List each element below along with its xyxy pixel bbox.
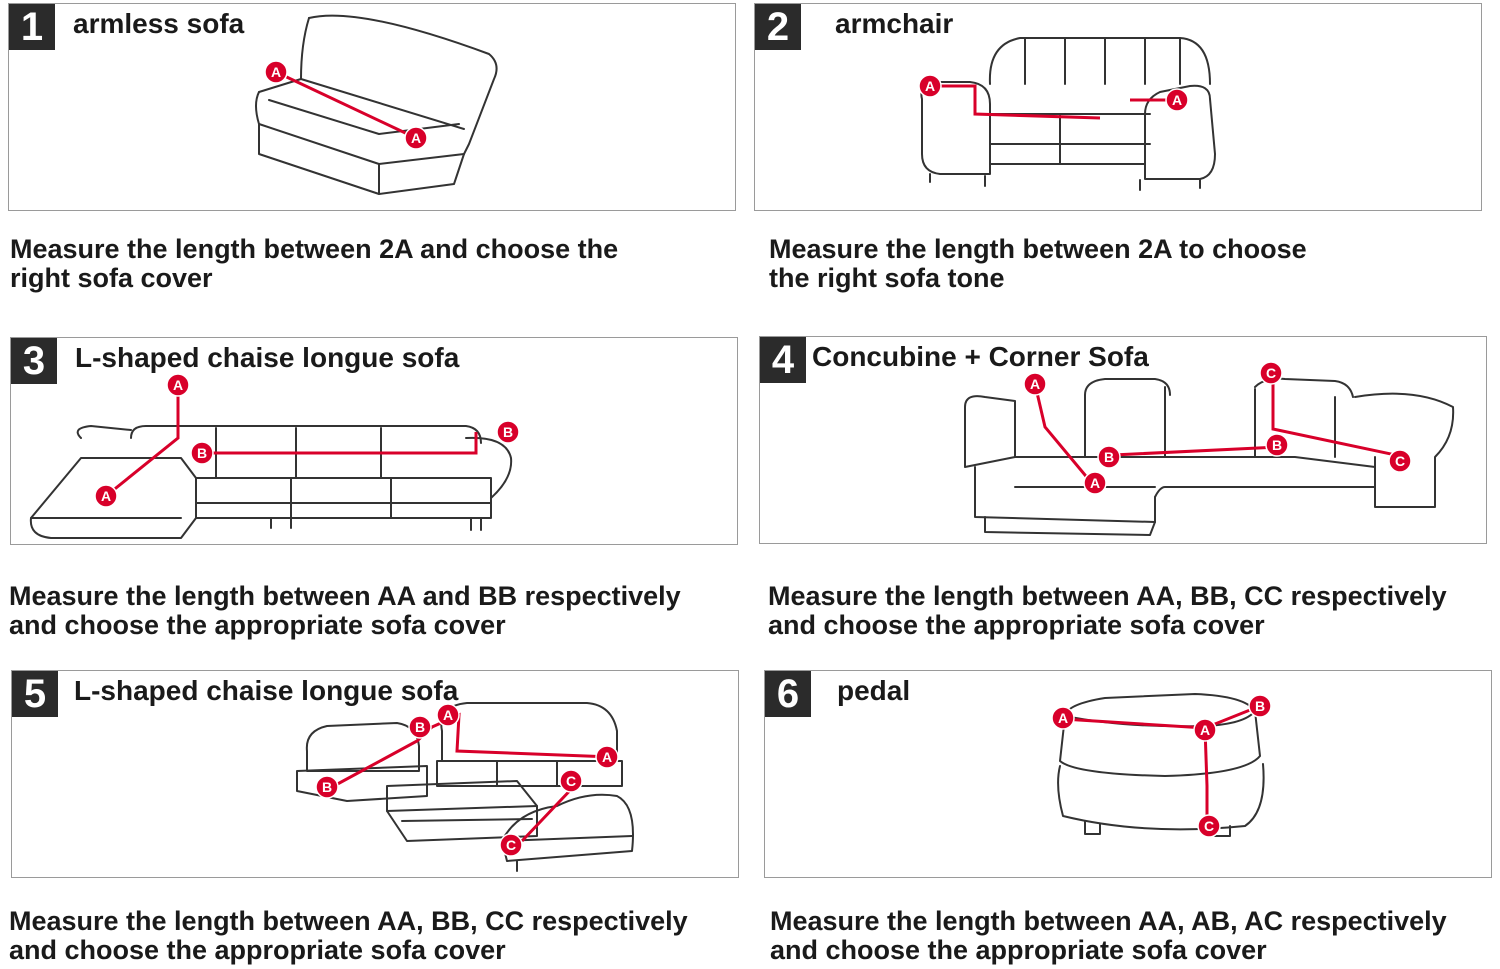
marker-a-icon: A	[94, 484, 118, 508]
panel-1-description: Measure the length between 2A and choose…	[10, 234, 619, 293]
panel-number: 6	[765, 671, 811, 717]
armchair-illustration: A A	[918, 37, 1216, 191]
marker-b-icon: B	[496, 420, 520, 444]
panel-5-frame: 5 L-shaped chaise longue sofa B B A A C …	[11, 670, 739, 878]
panel-number: 3	[11, 338, 57, 384]
svg-text:B: B	[1104, 449, 1114, 465]
marker-a-icon: A	[1023, 372, 1047, 396]
svg-text:A: A	[271, 64, 281, 80]
panel-6-frame: 6 pedal A A B C	[764, 670, 1492, 878]
svg-text:A: A	[411, 130, 421, 146]
svg-text:B: B	[1272, 437, 1282, 453]
panel-4-frame: 4 Concubine + Corner Sofa A A B B C C	[759, 336, 1487, 544]
marker-a-icon: A	[166, 373, 190, 397]
panel-number: 1	[9, 4, 55, 50]
svg-text:C: C	[1395, 453, 1405, 469]
svg-text:B: B	[503, 424, 513, 440]
svg-text:A: A	[1030, 376, 1040, 392]
marker-a-icon: A	[1083, 471, 1107, 495]
svg-text:C: C	[1266, 365, 1276, 381]
marker-a-icon: A	[1165, 88, 1189, 112]
marker-c-icon: C	[1388, 449, 1412, 473]
l-shaped-sofa-illustration: A A B B	[29, 373, 520, 539]
svg-text:B: B	[322, 779, 332, 795]
panel-title: L-shaped chaise longue sofa	[75, 342, 460, 373]
panel-2-frame: 2 armchair A A	[754, 3, 1482, 211]
marker-b-icon: B	[1097, 445, 1121, 469]
panel-number: 5	[12, 671, 58, 717]
svg-text:A: A	[101, 488, 111, 504]
svg-text:A: A	[443, 707, 453, 723]
svg-text:A: A	[602, 749, 612, 765]
marker-b-icon: B	[408, 715, 432, 739]
panel-number: 2	[755, 4, 801, 50]
panel-3-frame: 3 L-shaped chaise longue sofa A A B B	[10, 337, 738, 545]
marker-c-icon: C	[559, 769, 583, 793]
svg-text:C: C	[566, 773, 576, 789]
svg-text:A: A	[173, 377, 183, 393]
panel-title: Concubine + Corner Sofa	[812, 341, 1149, 372]
marker-a-icon: A	[595, 745, 619, 769]
panel-title: pedal	[837, 675, 911, 706]
panel-5-description: Measure the length between AA, BB, CC re…	[9, 906, 688, 965]
marker-a-icon: A	[1051, 706, 1075, 730]
panel-title: armchair	[835, 8, 954, 39]
panel-6-description: Measure the length between AA, AB, AC re…	[770, 906, 1447, 965]
panel-2-description: Measure the length between 2A to choose …	[769, 234, 1307, 293]
marker-a-icon: A	[436, 703, 460, 727]
ottoman-pedal-illustration: A A B C	[1051, 693, 1272, 838]
svg-text:A: A	[1200, 722, 1210, 738]
corner-sofa-illustration: A A B B C C	[964, 361, 1455, 536]
svg-text:B: B	[1255, 698, 1265, 714]
svg-text:A: A	[925, 78, 935, 94]
marker-c-icon: C	[499, 833, 523, 857]
svg-text:A: A	[1172, 92, 1182, 108]
marker-b-icon: B	[1265, 433, 1289, 457]
panel-4-description: Measure the length between AA, BB, CC re…	[768, 581, 1447, 640]
panel-1-frame: 1 armless sofa A A	[8, 3, 736, 211]
panel-title: armless sofa	[73, 8, 245, 39]
living-room-sofa-set-illustration: B B A A C C	[296, 702, 634, 872]
marker-c-icon: C	[1197, 814, 1221, 838]
svg-text:A: A	[1058, 710, 1068, 726]
marker-a-icon: A	[264, 60, 288, 84]
svg-text:B: B	[415, 719, 425, 735]
marker-c-icon: C	[1259, 361, 1283, 385]
armless-sofa-illustration: A A	[255, 14, 498, 195]
svg-text:B: B	[197, 445, 207, 461]
marker-b-icon: B	[190, 441, 214, 465]
svg-text:C: C	[506, 837, 516, 853]
panel-3-description: Measure the length between AA and BB res…	[9, 581, 681, 640]
marker-a-icon: A	[1193, 718, 1217, 742]
svg-text:A: A	[1090, 475, 1100, 491]
panel-title: L-shaped chaise longue sofa	[74, 675, 459, 706]
marker-a-icon: A	[404, 126, 428, 150]
panel-number: 4	[760, 337, 806, 383]
marker-b-icon: B	[315, 775, 339, 799]
svg-text:C: C	[1204, 818, 1214, 834]
marker-b-icon: B	[1248, 694, 1272, 718]
marker-a-icon: A	[918, 74, 942, 98]
